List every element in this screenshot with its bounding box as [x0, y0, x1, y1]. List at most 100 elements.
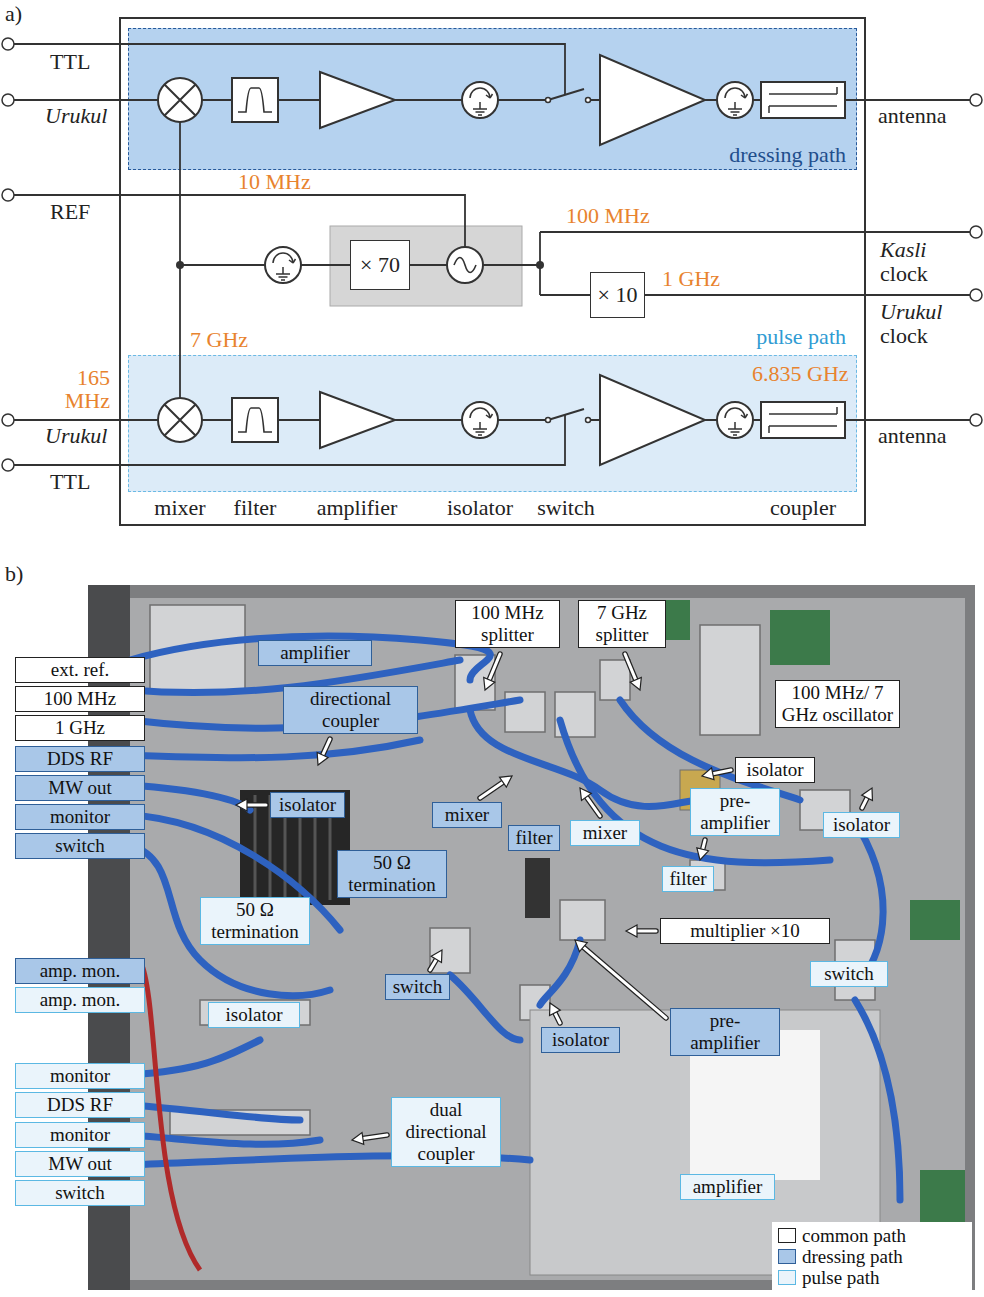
signal-label: coupler [770, 496, 836, 519]
node-text: amplifier [264, 642, 366, 664]
leader-arrow [430, 959, 436, 970]
signal-label: antenna [878, 104, 946, 127]
filter-symbol [232, 398, 278, 442]
leader-arrow [583, 947, 666, 1018]
leader-arrow [352, 1133, 364, 1145]
node-text: switch [391, 976, 444, 998]
blue-cables [860, 830, 883, 980]
signal-label: Kasli [880, 238, 926, 261]
leader-arrow [625, 654, 636, 680]
node-text: monitor [21, 806, 139, 828]
node-text: × 10 [598, 282, 638, 308]
legend: common pathdressing pathpulse path [772, 1222, 972, 1292]
leader-arrow [697, 848, 709, 860]
terminals [970, 226, 982, 238]
leader-arrow [323, 739, 330, 755]
node-text: mixer [576, 822, 634, 844]
node-text: DDS RF [21, 748, 139, 770]
callout-label: amplifier [680, 1174, 775, 1200]
blue-cables [450, 975, 520, 1040]
terminals [970, 94, 982, 106]
junction-dots [176, 261, 184, 269]
leader-arrow [555, 1013, 560, 1023]
leader-arrow [580, 788, 600, 816]
signal-label: switch [537, 496, 594, 519]
housing-frame [120, 18, 865, 525]
callout-label: isolator [541, 1027, 620, 1053]
node-text: switch [816, 963, 882, 985]
filter-module [525, 858, 550, 918]
coupler-symbol [761, 402, 845, 438]
frequency-label: 1 GHz [662, 267, 720, 290]
leader-arrow [713, 770, 731, 774]
panel-label: b) [5, 562, 23, 585]
isolator-symbol [717, 82, 753, 118]
callout-label: filter [508, 825, 560, 851]
leader-arrow [480, 782, 503, 798]
leader-arrow [703, 840, 705, 849]
callout-label: DDS RF [15, 1092, 145, 1118]
node-text: isolator [547, 1029, 614, 1051]
callout-label: 1 GHz [15, 715, 145, 741]
node-text: 7 GHz splitter [584, 602, 660, 646]
pcb-boards [910, 900, 960, 940]
callout-label: dual directional coupler [391, 1097, 501, 1167]
callout-label: switch [810, 961, 888, 987]
leader-arrow [500, 776, 512, 787]
node-text: switch [21, 835, 139, 857]
leader-arrow [431, 950, 442, 963]
blue-cables [130, 740, 420, 758]
rf-modules [430, 928, 470, 973]
frequency-label: 6.835 GHz [752, 362, 849, 385]
hardware-photo [88, 585, 975, 1290]
node-text: isolator [829, 814, 894, 836]
leader-arrow [363, 1135, 387, 1138]
isolator-symbol [462, 82, 498, 118]
rf-modules [150, 605, 875, 1135]
leader-arrow [626, 925, 637, 937]
leader-arrow [430, 950, 442, 970]
multiplier-box: × 70 [350, 240, 410, 290]
terminals [970, 414, 982, 426]
blue-cables [560, 720, 830, 863]
leader-arrow [484, 654, 500, 690]
blue-cables [130, 1135, 320, 1144]
callout-label: DDS RF [15, 746, 145, 772]
callout-label: isolator [270, 792, 345, 818]
node-text: isolator [276, 794, 339, 816]
leader-arrow [862, 788, 873, 808]
callout-label: pre- amplifier [670, 1008, 780, 1056]
leader-arrow [702, 768, 731, 780]
callout-label: mixer [432, 802, 502, 828]
callout-label: switch [385, 974, 450, 1000]
leader-arrow [702, 768, 714, 780]
leader-arrow [555, 1013, 560, 1023]
callout-label: directional coupler [283, 686, 418, 734]
node-text: amp. mon. [21, 989, 139, 1011]
rf-modules [600, 660, 630, 700]
node-text: monitor [21, 1124, 139, 1146]
signal-label: antenna [878, 424, 946, 447]
node-text: directional coupler [289, 688, 412, 732]
blue-cables [130, 636, 900, 1200]
node-text: 100 MHz/ 7 GHz oscillator [781, 682, 894, 726]
node-text: filter [514, 827, 554, 849]
callout-label: amplifier [258, 640, 372, 666]
node-text: 100 MHz splitter [461, 602, 554, 646]
signal-label: mixer [154, 496, 205, 519]
node-text: dressing path [729, 143, 846, 166]
callout-label: monitor [15, 804, 145, 830]
leader-arrow [630, 678, 641, 690]
callout-label: MW out [15, 775, 145, 801]
frequency-label: 100 MHz [566, 204, 650, 227]
leader-arrow [480, 782, 503, 798]
legend-swatch [778, 1270, 796, 1285]
frequency-label: 165 MHz [58, 366, 110, 412]
callout-label: 7 GHz splitter [578, 600, 666, 648]
callout-label: MW out [15, 1151, 145, 1177]
isolator-symbol [462, 402, 498, 438]
node-text: × 70 [360, 252, 400, 278]
frequency-label: 10 MHz [238, 170, 311, 193]
filter-symbol [232, 78, 278, 122]
leader-arrow [862, 788, 873, 801]
